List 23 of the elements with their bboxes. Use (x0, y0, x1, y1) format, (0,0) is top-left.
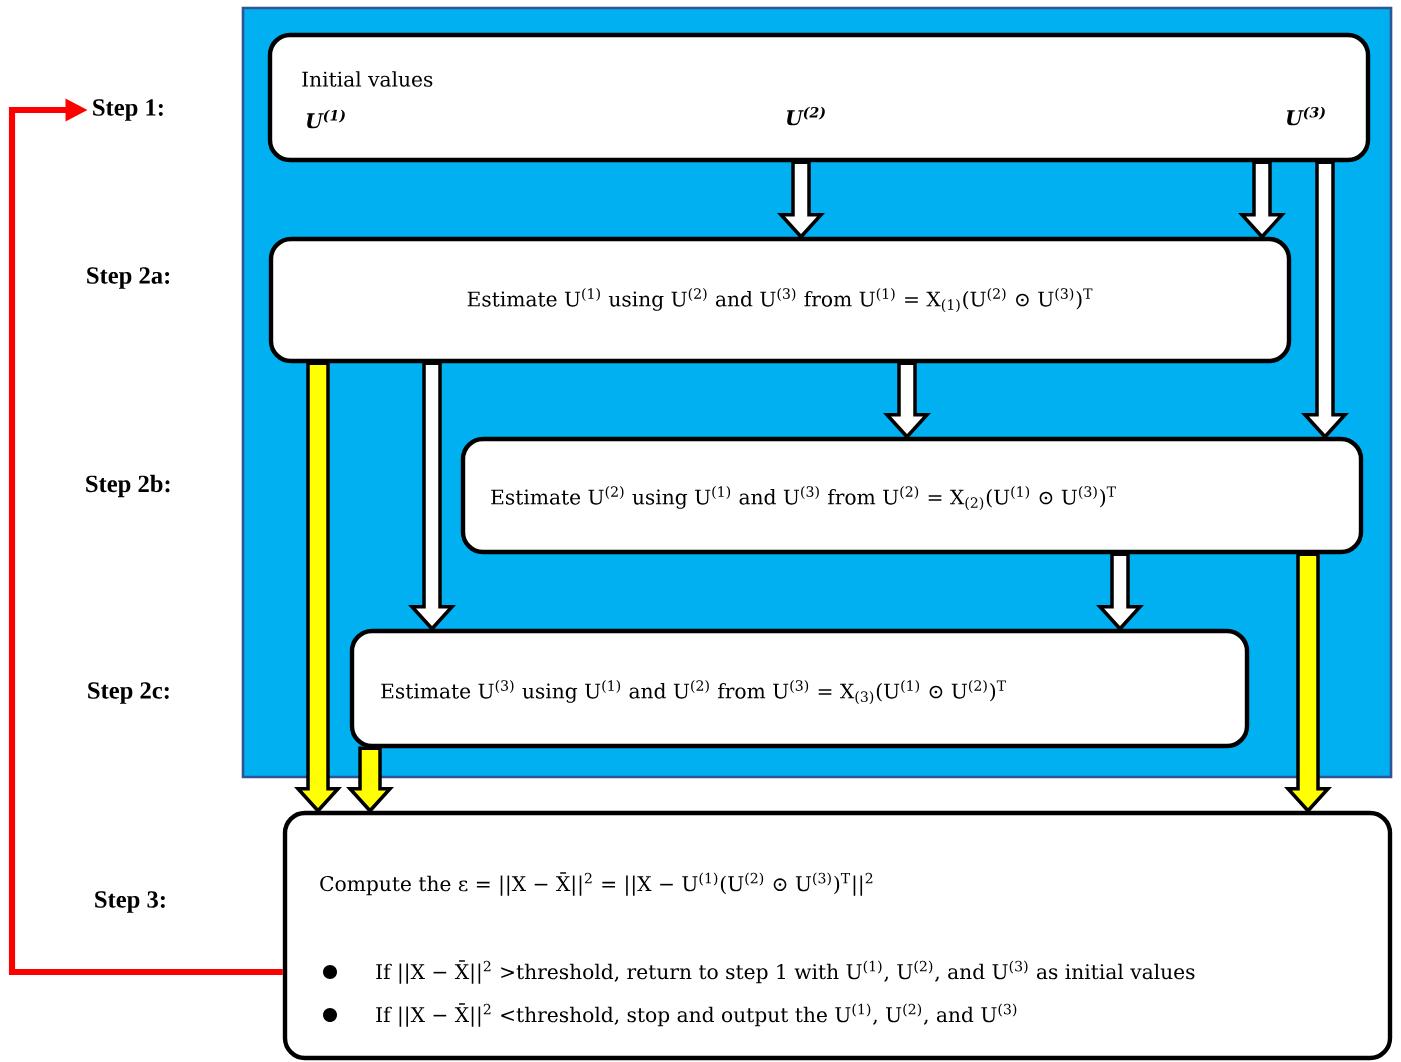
block-arrow (1284, 552, 1332, 814)
node-label: If ||X − X̄||$^{2}$ <threshold, stop and output the U$^{(1)}$, U$^{(2)}$, and U$^{(3)}$ (376, 1003, 1017, 1027)
process-box: Estimate U$^{(3)}$ using U$^{(1)}$ and U$^{(2)}$ from U$^{(3)}$ = X$_{(3)}$(U$^{(1)}$ ⊙ U$^{(2)}$)$^{T}$ (349, 628, 1250, 749)
block-arrow (1238, 160, 1286, 240)
process-box: Compute the ε = ||X − X̄||$^{2}$ = ||X − U$^{(1)}$(U$^{(2)}$ ⊙ U$^{(3)}$)$^{T}$||$^{2}$ If ||X − X̄||$^{2}$ >threshold, return to step 1 with U$^{(1)}$, U$^{(2)}$, and U$^{(3)}$ as initial values If ||X − X̄||$^{2}$ <threshold, stop and output the U$^{(1)}$, U$^{(2)}$, and U$^{(3)}$ (282, 810, 1393, 1061)
process-box: Estimate U$^{(2)}$ using U$^{(1)}$ and U$^{(3)}$ from U$^{(2)}$ = X$_{(2)}$(U$^{(1)}$ ⊙ U$^{(3)}$)$^{T}$ (460, 436, 1364, 555)
block-arrow (1096, 552, 1144, 632)
step-label: Step 2b: (86, 474, 170, 498)
block-arrow (777, 160, 825, 240)
step-label: Step 1: (93, 99, 163, 121)
step-label: Step 2a: (87, 267, 170, 289)
node-label: Compute the ε = ||X − X̄||$^{2}$ = ||X − U$^{(1)}$(U$^{(2)}$ ⊙ U$^{(3)}$)$^{T}$||$^{2}$ (320, 872, 873, 896)
step-label: Step 2c: (88, 682, 169, 704)
arrow (8, 98, 283, 976)
block-arrow (1301, 160, 1349, 440)
process-box: Initial values U$^{(1)}$ U$^{(2)}$ U$^{(3)}$ (267, 32, 1371, 163)
step-label: Step 3: (95, 891, 165, 913)
block-arrow (408, 361, 456, 632)
node-label: If ||X − X̄||$^{2}$ >threshold, return to step 1 with U$^{(1)}$, U$^{(2)}$, and U$^{(3)}$ as initial values (376, 960, 1195, 984)
block-arrow (883, 361, 931, 440)
block-arrow (294, 361, 342, 814)
block-arrow (346, 746, 394, 814)
process-box: Estimate U$^{(1)}$ using U$^{(2)}$ and U$^{(3)}$ from U$^{(1)}$ = X$_{(1)}$(U$^{(2)}$ ⊙ U$^{(3)}$)$^{T}$ (268, 236, 1292, 364)
